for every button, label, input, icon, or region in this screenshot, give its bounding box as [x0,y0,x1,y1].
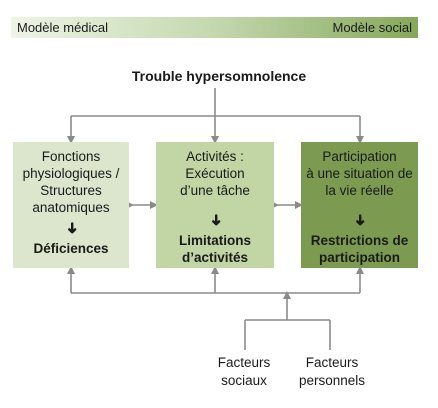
participation-box: Participation à une situation de la vie … [301,142,418,268]
arrow-down-icon: ➜ [62,221,80,235]
personal-factors-line-2: personnels [298,373,366,388]
participation-line-3: la vie réelle [325,183,394,198]
activities-line-1: Activités : [186,149,244,164]
functions-line-1: Fonctions [41,149,101,164]
arrow-down-icon: ➜ [206,213,224,227]
personal-factors: Facteurs personnels [294,354,370,390]
participation-line-1: Participation [322,149,397,164]
arrow-down-icon: ➜ [351,213,369,227]
activities-result: Limitations d’activités [178,233,251,265]
model-gradient-bar: Modèle médical Modèle social [11,17,418,38]
activities-line-2: Exécution [185,166,245,181]
participation-line-2: à une situation de [306,166,413,181]
functions-line-2: physiologiques / [22,166,120,181]
activities-line-3: d’une tâche [180,183,250,198]
personal-factors-line-1: Facteurs [305,355,359,370]
diagram-title: Trouble hypersomnolence [131,68,307,84]
activities-box: Activités : Exécution d’une tâche ➜ Limi… [156,142,274,268]
medical-model-label: Modèle médical [17,20,109,35]
social-factors-line-1: Facteurs [217,355,271,370]
functions-result: Déficiences [33,241,109,256]
social-factors-line-2: sociaux [221,373,267,388]
social-model-label: Modèle social [332,20,413,35]
functions-line-3: Structures [40,183,102,198]
functions-line-4: anatomiques [32,200,110,215]
functions-box: Fonctions physiologiques / Structures an… [13,142,129,268]
participation-result: Restrictions de participation [310,233,409,265]
social-factors: Facteurs sociaux [208,354,280,390]
